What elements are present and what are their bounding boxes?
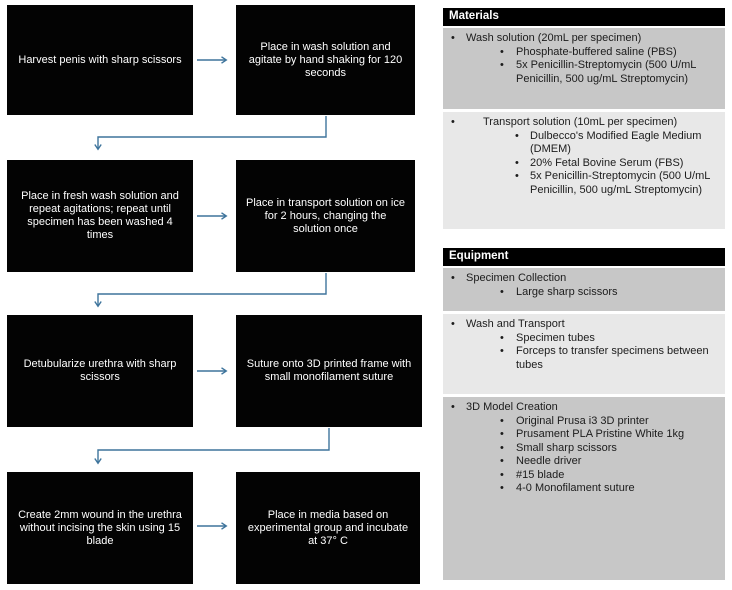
equipment-title: Equipment xyxy=(449,250,509,262)
bullet-icon: • xyxy=(515,129,519,142)
list-item: • Dulbecco's Modified Eagle Medium (DMEM… xyxy=(515,129,702,156)
list-item: • Wash solution (20mL per specimen) xyxy=(451,32,642,44)
connector-down-row2-row3 xyxy=(94,273,327,308)
list-item: • 5x Penicillin-Streptomycin (500 U/mL P… xyxy=(500,59,696,85)
bullet-icon: • xyxy=(500,428,504,440)
bullet-icon: • xyxy=(500,45,504,58)
list-item: • 20% Fetal Bovine Serum (FBS) xyxy=(515,156,684,169)
flow-step-label: Create 2mm wound in the urethra without … xyxy=(18,508,182,547)
flow-step-label: Place in wash solution and agitate by ha… xyxy=(248,40,403,79)
list-item: • Phosphate-buffered saline (PBS) xyxy=(500,45,677,58)
list-item: • Original Prusa i3 3D printer xyxy=(500,414,649,427)
flow-step-label: Place in media based on experimental gro… xyxy=(247,508,409,547)
list-item: • 4-0 Monofilament suture xyxy=(500,482,635,494)
list-item: • #15 blade xyxy=(500,468,565,481)
equipment-panel-header: Equipment xyxy=(443,248,725,266)
bullet-icon: • xyxy=(500,414,504,427)
list-item: • Forceps to transfer specimens between … xyxy=(500,345,709,371)
bullet-icon: • xyxy=(451,318,455,330)
flow-step-label: Harvest penis with sharp scissors xyxy=(18,53,182,66)
equipment-section-wash-and-transport: • Wash and Transport • Specimen tubes • … xyxy=(443,314,725,394)
materials-title: Materials xyxy=(449,10,499,22)
list-item: • Large sharp scissors xyxy=(500,285,618,298)
list-item: • Prusament PLA Pristine White 1kg xyxy=(500,428,685,440)
bullet-icon: • xyxy=(451,272,455,284)
list-item: • 3D Model Creation xyxy=(451,401,558,413)
bullet-icon: • xyxy=(451,401,455,413)
list-item: • Specimen Collection xyxy=(451,272,567,284)
equipment-section-3d-model-creation: • 3D Model Creation • Original Prusa i3 … xyxy=(443,397,725,580)
materials-section-transport-solution: • Transport solution (10mL per specimen)… xyxy=(443,112,725,229)
list-item: • Transport solution (10mL per specimen) xyxy=(451,116,678,128)
flow-step-label: Place in transport solution on ice for 2… xyxy=(246,196,405,235)
materials-panel-header: Materials xyxy=(443,8,725,26)
list-item: • Needle driver xyxy=(500,455,582,467)
flow-step-repeat-wash: Place in fresh wash solution and repeat … xyxy=(7,160,193,272)
bullet-icon: • xyxy=(500,59,504,71)
bullet-icon: • xyxy=(451,116,455,128)
flow-step-suture-frame: Suture onto 3D printed frame with small … xyxy=(236,315,422,427)
flow-step-incubate: Place in media based on experimental gro… xyxy=(236,472,420,584)
list-item: • Small sharp scissors xyxy=(500,441,617,454)
bullet-icon: • xyxy=(500,331,504,344)
flow-step-transport-ice: Place in transport solution on ice for 2… xyxy=(236,160,415,272)
list-item: • 5x Penicillin-Streptomycin (500 U/mL P… xyxy=(515,170,710,196)
materials-section-wash-solution: • Wash solution (20mL per specimen) • Ph… xyxy=(443,28,725,109)
connector-down-row1-row2 xyxy=(94,116,327,151)
flow-step-create-wound: Create 2mm wound in the urethra without … xyxy=(7,472,193,584)
flow-step-label: Place in fresh wash solution and repeat … xyxy=(21,190,179,241)
bullet-icon: • xyxy=(500,482,504,494)
bullet-icon: • xyxy=(500,285,504,298)
list-item: • Wash and Transport xyxy=(451,318,565,330)
flow-step-harvest: Harvest penis with sharp scissors xyxy=(7,5,193,115)
bullet-icon: • xyxy=(515,156,519,169)
bullet-icon: • xyxy=(500,455,504,467)
flow-step-detubularize: Detubularize urethra with sharp scissors xyxy=(7,315,193,427)
flow-step-label: Suture onto 3D printed frame with small … xyxy=(246,358,412,383)
flow-step-label: Detubularize urethra with sharp scissors xyxy=(23,358,177,383)
bullet-icon: • xyxy=(515,170,519,182)
bullet-icon: • xyxy=(500,468,504,481)
bullet-icon: • xyxy=(500,345,504,357)
list-item: • Specimen tubes xyxy=(500,331,595,344)
connector-down-row3-row4 xyxy=(94,428,330,465)
equipment-section-specimen-collection: • Specimen Collection • Large sharp scis… xyxy=(443,268,725,311)
flow-step-wash-agitate: Place in wash solution and agitate by ha… xyxy=(236,5,415,115)
bullet-icon: • xyxy=(500,441,504,454)
bullet-icon: • xyxy=(451,32,455,44)
